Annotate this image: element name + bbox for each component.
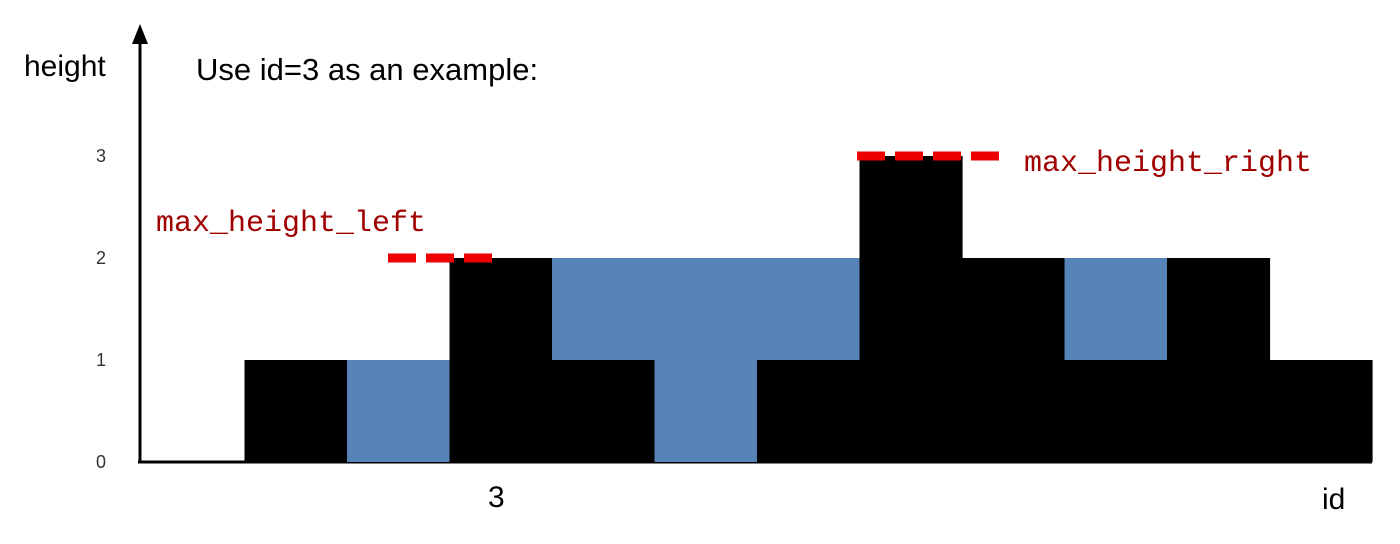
bar-water <box>757 258 861 360</box>
y-axis-arrow <box>132 24 148 44</box>
y-tick-label: 0 <box>96 452 106 472</box>
bar-elevation <box>962 258 1066 462</box>
bar-elevation <box>1064 360 1168 462</box>
bar-elevation <box>552 360 656 462</box>
bar-elevation <box>859 156 963 462</box>
annotation-dashes <box>388 151 1002 263</box>
chart-title: Use id=3 as an example: <box>196 52 538 87</box>
y-axis-label: height <box>24 50 106 83</box>
bar-water <box>347 360 451 462</box>
bar-elevation <box>449 258 553 462</box>
x-tick-label-3: 3 <box>488 481 505 514</box>
bar-elevation <box>1167 258 1271 462</box>
bar-elevation <box>244 360 348 462</box>
bar-water <box>654 258 758 462</box>
bars-group <box>244 156 1373 462</box>
annotation-max-height-left: max_height_left <box>156 207 426 241</box>
y-tick-label: 3 <box>96 146 106 166</box>
bar-water <box>1064 258 1168 360</box>
bar-elevation <box>1269 360 1373 462</box>
y-tick-label: 2 <box>96 248 106 268</box>
x-axis-label: id <box>1322 483 1345 516</box>
y-tick-label: 1 <box>96 350 106 370</box>
bar-elevation <box>757 360 861 462</box>
annotation-max-height-right: max_height_right <box>1024 147 1312 181</box>
bar-water <box>552 258 656 360</box>
